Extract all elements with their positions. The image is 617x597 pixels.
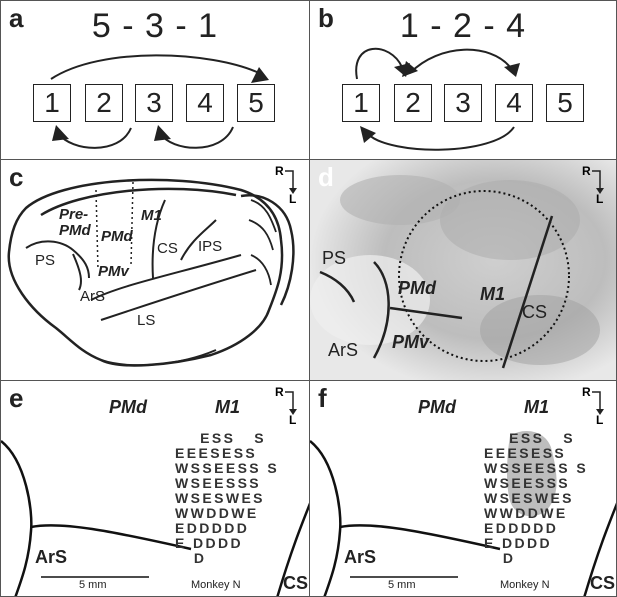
monkey-label: Monkey N (191, 579, 241, 591)
compass-r: R (275, 164, 284, 178)
target-box-1: 1 (33, 84, 71, 122)
compass-icon: R L (275, 164, 301, 206)
compass-r: R (275, 385, 284, 399)
map-row: EDDDDD (175, 520, 250, 536)
panel-label: e (9, 383, 24, 413)
brain-outline-drawing (7, 178, 295, 367)
map-row: WSEESSS (175, 475, 262, 491)
map-row: EDDDDD (484, 520, 559, 536)
panel-b: b 1 - 2 - 4 1 2 3 4 5 (309, 0, 617, 160)
map-row: EEESESS (484, 445, 567, 461)
compass-r: R (582, 164, 591, 178)
target-box-2: 2 (85, 84, 123, 122)
pmd-label: PMd (418, 397, 456, 417)
compass-l: L (596, 413, 604, 427)
compass-icon: R L (582, 385, 608, 427)
ars-label: ArS (35, 547, 68, 567)
sequence-title: 1 - 2 - 4 (399, 7, 527, 45)
mri-image (310, 160, 616, 380)
target-box-5: 5 (237, 84, 275, 122)
map-row: E DDDD (484, 535, 553, 551)
m1-label: M1 (524, 397, 550, 417)
map-row: E DDDD (175, 535, 244, 551)
panel-label: b (318, 3, 334, 33)
pmv-label: PMv (392, 332, 430, 352)
map-row: WSESWES (175, 490, 265, 506)
cs-label: CS (590, 573, 616, 593)
ps-label: PS (35, 252, 56, 269)
m1-label: M1 (141, 207, 162, 224)
pmd-label: PMd (398, 278, 436, 298)
pmd-label: PMd (101, 228, 133, 245)
map-row: WSEESSS (484, 475, 571, 491)
map-row: WSESWES (484, 490, 574, 506)
map-row: WWDDWE (175, 505, 259, 521)
target-box-4: 4 (186, 84, 224, 122)
target-box-3: 3 (135, 84, 173, 122)
map-row: WWDDWE (484, 505, 568, 521)
target-box-2: 2 (394, 84, 432, 122)
map-row: WSSEESS S (484, 460, 589, 476)
panel-label: f (318, 383, 327, 413)
compass-l: L (289, 192, 297, 206)
panel-c: c R L Pre- PMd M1 PMd PS CS IPS PMv ArS … (0, 159, 310, 381)
cs-label: CS (283, 573, 309, 593)
map-row: WSSEESS S (175, 460, 280, 476)
panel-a: a 5 - 3 - 1 1 2 3 4 5 (0, 0, 310, 160)
compass-icon: R L (582, 164, 608, 206)
map-row: ESS S (175, 430, 266, 446)
target-box-1: 1 (342, 84, 380, 122)
target-box-5: 5 (546, 84, 584, 122)
pmv-label: PMv (98, 263, 129, 280)
map-row: EEESESS (175, 445, 258, 461)
sequence-arrows (355, 47, 520, 151)
panel-label: d (318, 162, 334, 192)
compass-r: R (582, 385, 591, 399)
m1-label: M1 (480, 284, 506, 304)
target-box-4: 4 (495, 84, 533, 122)
panel-label: a (9, 3, 24, 33)
ps-label: PS (322, 248, 347, 268)
map-row: ESS S (484, 430, 575, 446)
map-row: D (175, 550, 207, 566)
ls-label: LS (137, 312, 156, 329)
compass-l: L (289, 413, 297, 427)
ars-label: ArS (80, 288, 106, 305)
sequence-arrows (50, 54, 269, 149)
m1-label: M1 (215, 397, 241, 417)
ars-label: ArS (328, 340, 359, 360)
panel-f: f R L PMd M1 ESS S EEESESS WSSEESS S WSE… (309, 380, 617, 597)
cs-label: CS (522, 302, 548, 322)
scale-bar-label: 5 mm (79, 579, 107, 591)
compass-l: L (596, 192, 604, 206)
compass-icon: R L (275, 385, 301, 427)
cs-label: CS (157, 240, 178, 257)
panel-label: c (9, 162, 24, 192)
sulci-lines (1, 440, 309, 596)
target-box-3: 3 (444, 84, 482, 122)
monkey-label: Monkey N (500, 579, 550, 591)
panel-d: d R L PS PMd M1 CS ArS PMv (309, 159, 617, 381)
sequence-title: 5 - 3 - 1 (91, 7, 219, 45)
panel-e: e R L PMd M1 ESS S EEESESS WSSEESS S WSE… (0, 380, 310, 597)
pmd-label: PMd (109, 397, 147, 417)
ars-label: ArS (344, 547, 377, 567)
sulci-lines (310, 431, 616, 596)
scale-bar-label: 5 mm (388, 579, 416, 591)
ips-label: IPS (198, 238, 223, 255)
pre-pmd-label: Pre- PMd (59, 206, 91, 239)
map-row: D (484, 550, 516, 566)
